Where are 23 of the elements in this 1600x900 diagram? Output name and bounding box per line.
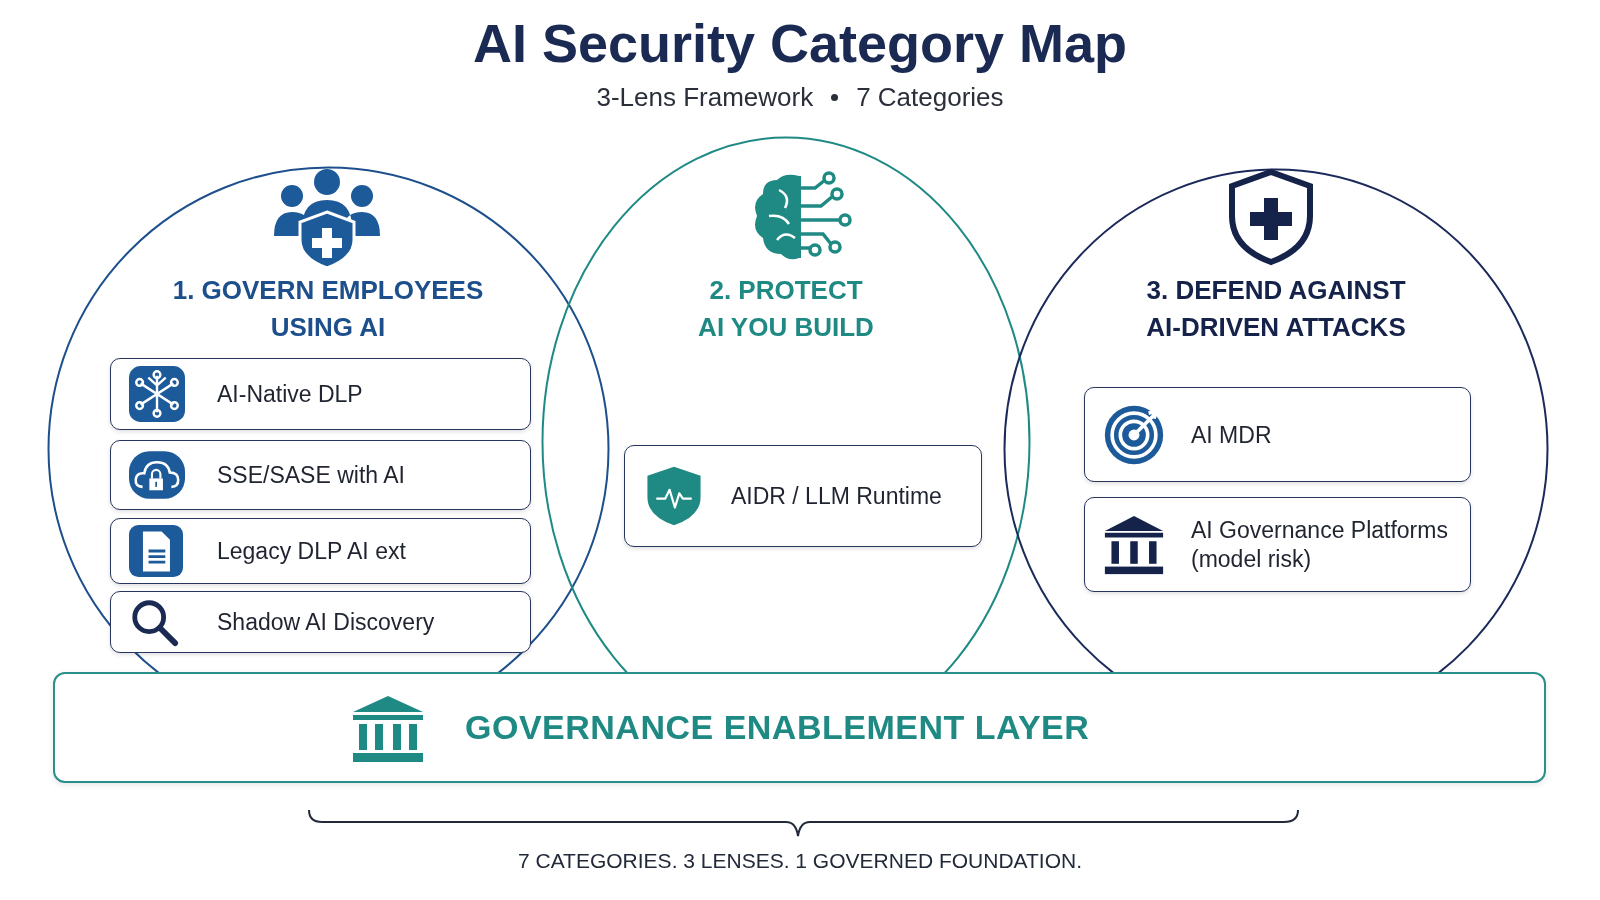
- category-label: AIDR / LLM Runtime: [731, 481, 943, 511]
- category-label: AI MDR: [1191, 420, 1273, 449]
- caption: 7 CATEGORIES. 3 LENSES. 1 GOVERNED FOUNDATION.: [517, 849, 1083, 873]
- category-card: [624, 445, 982, 547]
- lens-heading: 1. GOVERN EMPLOYEES USING AI: [171, 274, 485, 344]
- category-label: AI Governance Platforms (model risk): [1191, 515, 1449, 574]
- category-label: Shadow AI Discovery: [217, 607, 436, 637]
- category-card: [110, 440, 531, 510]
- category-card: [110, 591, 531, 653]
- category-card: [1084, 387, 1471, 482]
- foundation-label: GOVERNANCE ENABLEMENT LAYER: [465, 708, 1090, 747]
- subtitle: 3-Lens Framework: [596, 82, 814, 113]
- subtitle: 7 Categories: [856, 82, 1004, 113]
- lens-heading: 3. DEFEND AGAINST AI-DRIVEN ATTACKS: [1145, 274, 1407, 344]
- title: AI Security Category Map: [471, 12, 1129, 74]
- category-label: SSE/SASE with AI: [217, 460, 406, 490]
- category-label: Legacy DLP AI ext: [217, 536, 407, 566]
- category-card: [1084, 497, 1471, 592]
- foundation-bar: [53, 672, 1546, 783]
- category-card: [110, 518, 531, 584]
- category-label: AI-Native DLP: [217, 379, 364, 409]
- category-card: [110, 358, 531, 430]
- lens-heading: 2. PROTECT AI YOU BUILD: [697, 274, 875, 344]
